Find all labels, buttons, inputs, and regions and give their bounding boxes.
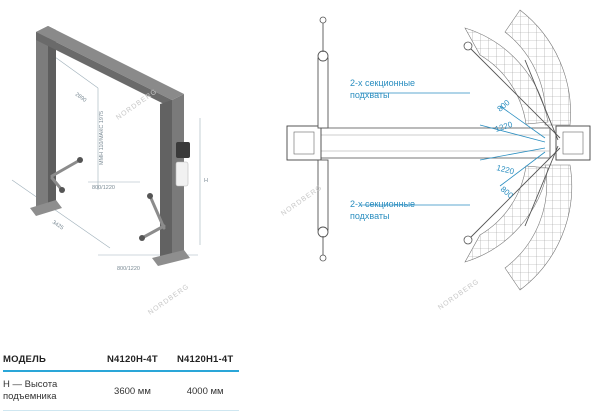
label-lower-arms-2: подхваты	[350, 211, 390, 221]
row-value-b: 4000 мм	[186, 385, 224, 397]
watermark-3: NORDBERG	[437, 278, 481, 312]
dim-overall-width: 3425	[51, 220, 65, 232]
dim-800-upper: 800	[496, 98, 512, 114]
row-label-line1: H — Высота	[3, 379, 58, 390]
header-divider	[3, 370, 239, 372]
dim-arm-reach-2: 800/1220	[117, 266, 140, 272]
lift-technical-drawing: 2890 ММН 110/МАКС 1975 800/1220 3425 800…	[11, 9, 591, 317]
watermark-1: NORDBERG	[115, 88, 159, 122]
specs-row-height: H — Высота подъемника 3600 мм 4000 мм	[0, 372, 240, 410]
label-lower-arms-1: 2-х секционные	[350, 199, 415, 209]
dim-1220-lower: 1220	[496, 163, 516, 176]
label-upper-arms-2: подхваты	[350, 90, 390, 100]
watermark-2: NORDBERG	[280, 184, 324, 218]
label-upper-arms-1: 2-х секционные	[350, 78, 415, 88]
header-model-b: N4120H1-4T	[176, 353, 234, 365]
lift-plan-view: 2-х секционные подхваты 2-х секционные п…	[147, 9, 591, 317]
header-model-a: N4120H-4T	[107, 353, 158, 365]
dim-800-lower: 800	[499, 185, 515, 201]
lift-isometric-view: 2890 ММН 110/МАКС 1975 800/1220 3425 800…	[11, 26, 208, 272]
watermark-4: NORDBERG	[147, 283, 191, 317]
specs-table: МОДЕЛЬ N4120H-4T N4120H1-4T H — Высота п…	[0, 348, 240, 411]
dim-total-height: H	[204, 178, 208, 184]
dim-arm-height: ММН 110/МАКС 1975	[99, 111, 105, 165]
row-value-a: 3600 мм	[114, 385, 151, 397]
specs-header-row: МОДЕЛЬ N4120H-4T N4120H1-4T	[0, 348, 240, 370]
row-label-line2: подъемника	[3, 391, 57, 402]
dim-arm-reach-1: 800/1220	[92, 185, 115, 191]
dim-top-width: 2890	[74, 92, 87, 104]
row-label: H — Высота подъемника	[0, 379, 95, 403]
header-model: МОДЕЛЬ	[3, 353, 46, 365]
